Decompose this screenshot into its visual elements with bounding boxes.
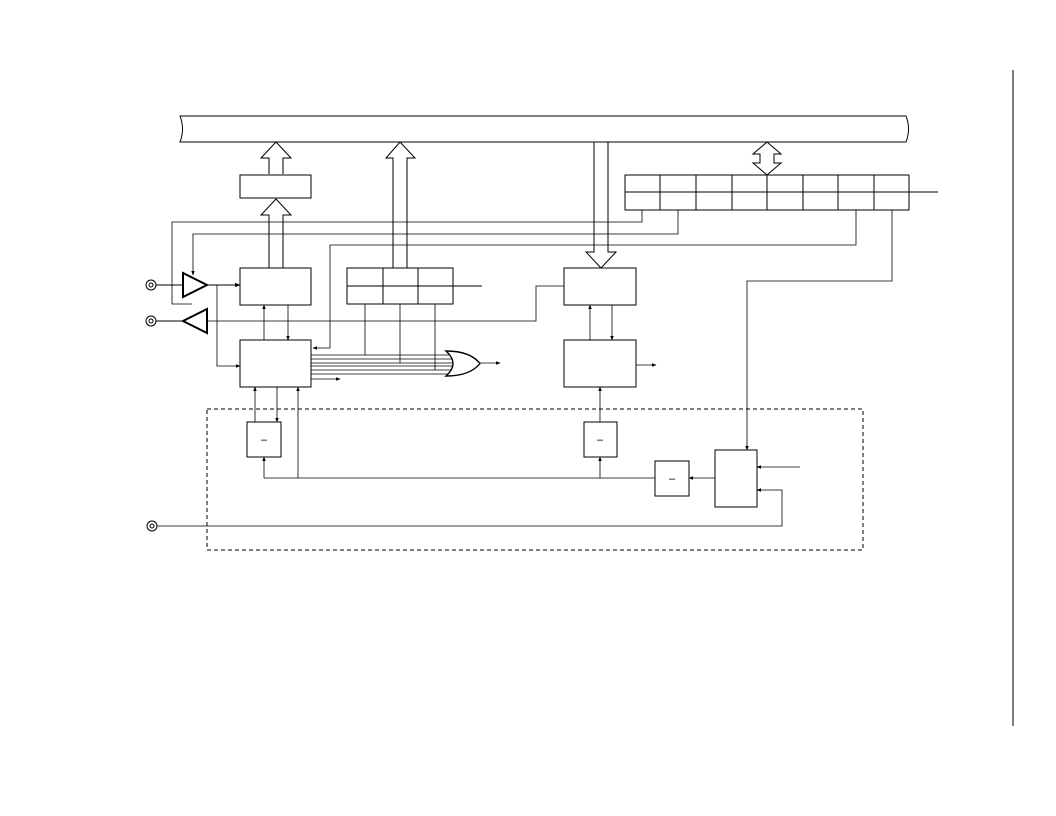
ext-clock-line xyxy=(157,488,783,527)
clock-selector xyxy=(714,449,758,508)
compare-register xyxy=(346,267,482,305)
input-buffer xyxy=(182,271,210,299)
timer-to-or-lines xyxy=(311,354,456,375)
capture-latch-register xyxy=(239,174,312,199)
input-pin-1 xyxy=(145,279,157,291)
output-pin-2 xyxy=(145,315,157,327)
control-line-bit1 xyxy=(191,210,679,276)
compare-register-high xyxy=(563,267,637,306)
control-line-bit0 xyxy=(171,210,643,305)
bus-arrow-bidirectional xyxy=(751,141,783,176)
divider-high-label: – xyxy=(597,434,604,446)
prescaler-label: – xyxy=(669,473,676,485)
control-line-bit7 xyxy=(745,210,893,451)
bus-arrow-down-reg xyxy=(584,142,618,269)
prescaler xyxy=(654,460,690,497)
compare-to-output-buffer xyxy=(207,285,564,322)
timer-counter-low xyxy=(239,339,312,388)
control-register xyxy=(624,174,938,211)
output-buffer xyxy=(180,307,208,335)
capture-register-low xyxy=(239,267,312,306)
bus-arrow-latch-up xyxy=(259,141,293,174)
internal-bus xyxy=(179,115,909,143)
clock-control-region xyxy=(206,408,864,551)
bus-arrow-latch-in xyxy=(259,198,293,268)
buffer-to-timer xyxy=(216,285,241,368)
ext-clock-pin xyxy=(146,520,158,532)
or-gate xyxy=(444,350,481,377)
divider-low xyxy=(246,421,282,458)
bus-arrow-compare-reg xyxy=(384,141,417,268)
control-line-bit6 xyxy=(312,210,857,350)
timer-counter-high xyxy=(563,339,637,388)
divider-low-label: – xyxy=(261,434,268,446)
